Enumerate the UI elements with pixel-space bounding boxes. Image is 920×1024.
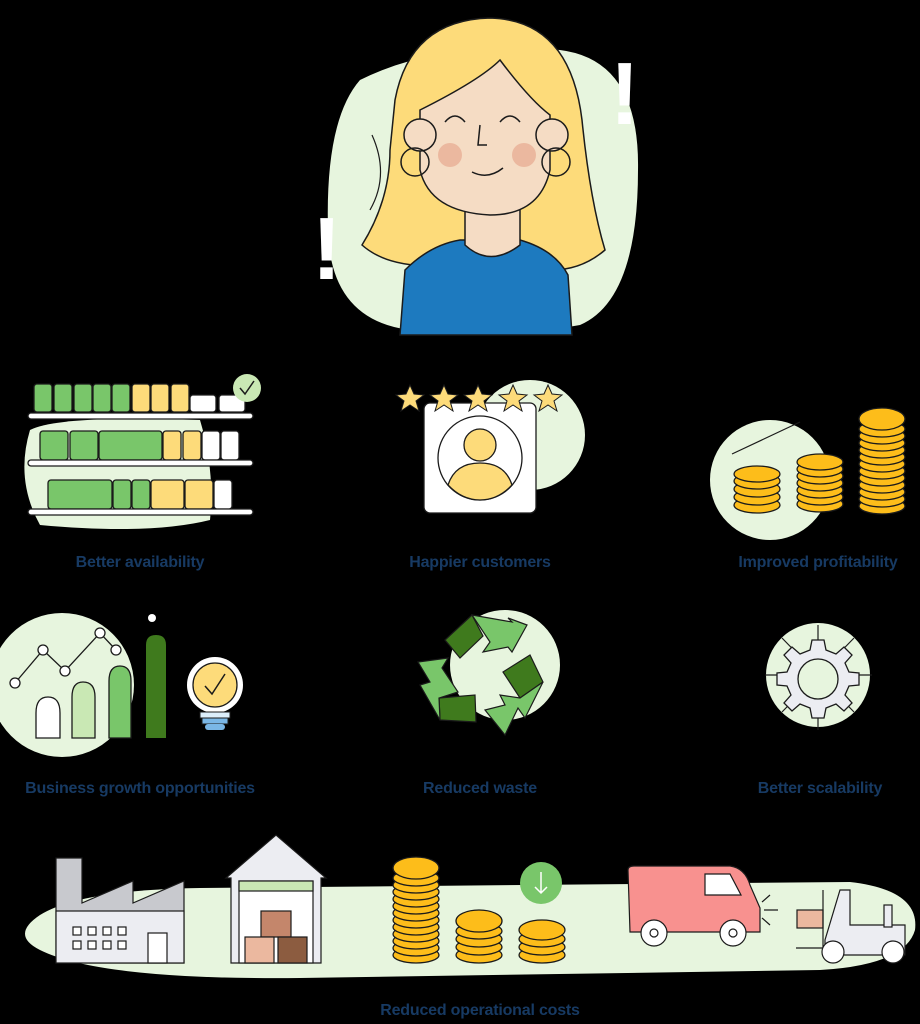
stocked-shelves-icon bbox=[24, 374, 261, 529]
benefit-label: Business growth opportunities bbox=[25, 780, 255, 797]
forklift-icon bbox=[796, 889, 906, 964]
exclamation-left: ! bbox=[312, 199, 342, 298]
benefit-label: Reduced waste bbox=[423, 780, 537, 797]
operational-costs-section: Reduced operational costs bbox=[0, 830, 920, 1024]
factory-icon bbox=[55, 857, 185, 964]
lightbulb-icon bbox=[187, 657, 243, 730]
benefit-improved-profitability: Improved profitability bbox=[700, 370, 920, 580]
gear-icon bbox=[765, 623, 872, 730]
benefit-label: Better availability bbox=[75, 554, 205, 571]
benefit-label: Happier customers bbox=[409, 554, 551, 571]
recycle-icon bbox=[417, 610, 560, 737]
coin-stacks-decreasing-icon bbox=[392, 856, 566, 964]
growth-chart-lightbulb-icon bbox=[0, 613, 243, 757]
benefit-happier-customers: Happier customers bbox=[380, 370, 585, 580]
delivery-van-icon bbox=[627, 865, 778, 947]
hero-illustration: ! ! bbox=[312, 0, 650, 340]
check-badge-icon bbox=[233, 374, 261, 402]
warehouse-icon bbox=[224, 834, 328, 964]
benefit-better-availability: Better availability bbox=[0, 370, 300, 580]
growing-coin-stacks-icon bbox=[710, 407, 906, 540]
benefit-label: Better scalability bbox=[757, 780, 883, 797]
benefit-reduced-waste: Reduced waste bbox=[400, 600, 560, 810]
five-star-customer-icon bbox=[394, 380, 585, 514]
benefit-better-scalability: Better scalability bbox=[720, 600, 920, 810]
operations-label: Reduced operational costs bbox=[380, 1002, 580, 1019]
benefit-business-growth: Business growth opportunities bbox=[0, 600, 290, 810]
exclamation-right: ! bbox=[610, 44, 640, 143]
benefit-label: Improved profitability bbox=[738, 554, 898, 571]
down-arrow-icon bbox=[520, 862, 562, 904]
